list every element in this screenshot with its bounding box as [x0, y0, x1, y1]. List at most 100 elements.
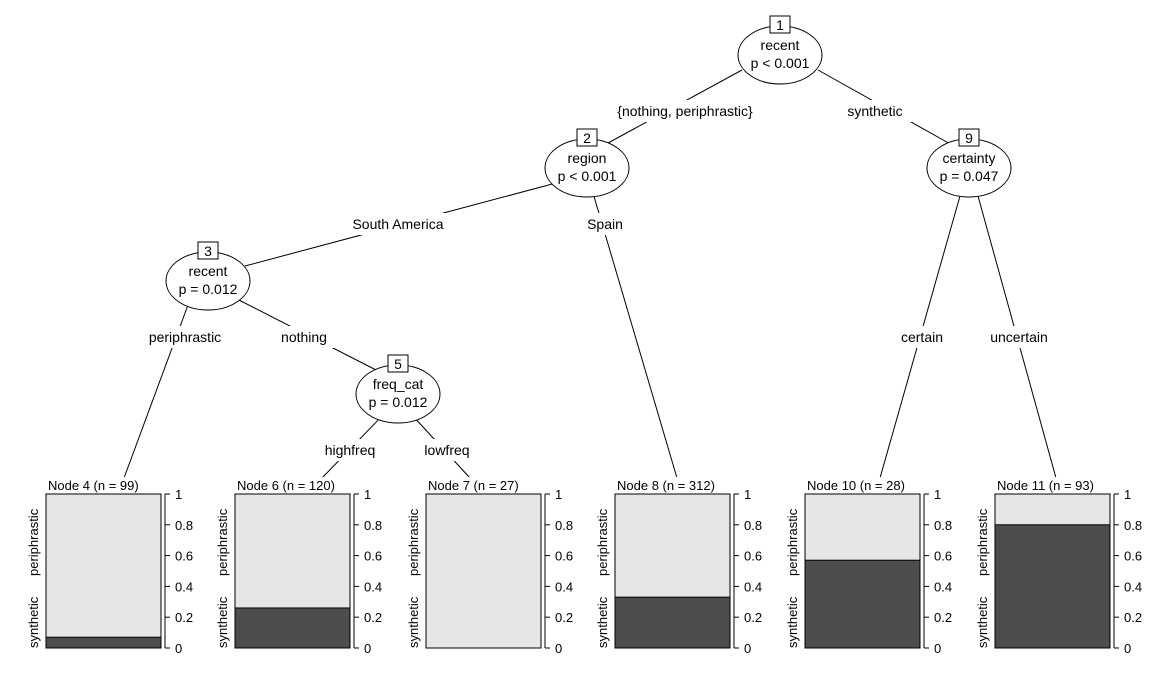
terminal-node-panel: Node 6 (n = 120) 0 0.2 0.4 0.6 0.8 1 synthetic p…	[215, 477, 382, 656]
terminal-node-title: Node 6 (n = 120)	[237, 478, 335, 493]
bar-synthetic	[804, 559, 921, 649]
edge-labels: {nothing, periphrastic} synthetic South …	[138, 100, 1055, 461]
y-tick-label: 0	[934, 641, 941, 656]
y-tick-label: 0	[555, 641, 562, 656]
y-tick-label: 0.2	[1124, 610, 1142, 625]
inner-node-5: 5 freq_cat p = 0.012	[355, 354, 441, 424]
terminal-node-panel: Node 8 (n = 312) 0 0.2 0.4 0.6 0.8 1 synthetic p…	[595, 477, 762, 656]
node-split-variable: region	[568, 150, 607, 166]
y-tick-label: 0.2	[555, 610, 573, 625]
y-tick-label: 0.6	[1124, 549, 1142, 564]
node-id: 9	[965, 130, 973, 146]
category-label-periphrastic: periphrastic	[26, 508, 41, 576]
node-p-value: p < 0.001	[751, 55, 810, 71]
y-tick-label: 0	[364, 641, 371, 656]
edge-label: {nothing, periphrastic}	[617, 103, 753, 119]
y-tick-label: 0.8	[364, 518, 382, 533]
y-tick-label: 0.4	[744, 579, 762, 594]
y-tick-label: 0.8	[1124, 518, 1142, 533]
bar-periphrastic	[46, 494, 161, 638]
y-tick-label: 0.4	[555, 579, 573, 594]
edge-label: periphrastic	[149, 329, 221, 345]
y-tick-label: 0.2	[934, 610, 952, 625]
bar-periphrastic	[235, 494, 350, 608]
terminal-node-panel: Node 7 (n = 27) 0 0.2 0.4 0.6 0.8 1 synthetic pe…	[406, 477, 573, 656]
category-label-periphrastic: periphrastic	[785, 508, 800, 576]
inner-node-1: 1 recent p < 0.001	[737, 15, 823, 85]
inner-node-9: 9 certainty p = 0.047	[926, 128, 1012, 198]
y-tick-label: 0.2	[744, 610, 762, 625]
node-split-variable: certainty	[943, 150, 996, 166]
category-label-synthetic: synthetic	[26, 596, 41, 648]
y-tick-label: 0.6	[934, 549, 952, 564]
y-tick-label: 0	[744, 641, 751, 656]
y-tick-label: 0.6	[364, 549, 382, 564]
bar-periphrastic	[805, 494, 920, 561]
category-label-synthetic: synthetic	[215, 596, 230, 648]
panel-border	[994, 493, 1111, 649]
terminal-node-panel: Node 11 (n = 93)00.20.40.60.81syntheticp…	[975, 477, 1142, 656]
y-tick-label: 0.4	[175, 579, 193, 594]
node-p-value: p = 0.012	[179, 281, 238, 297]
y-tick-label: 0.6	[555, 549, 573, 564]
panel-border	[425, 493, 542, 649]
y-tick-label: 1	[934, 487, 941, 502]
y-tick-label: 0.4	[1124, 579, 1142, 594]
category-label-synthetic: synthetic	[785, 596, 800, 648]
category-label-periphrastic: periphrastic	[595, 508, 610, 576]
bar-synthetic	[234, 607, 351, 649]
y-tick-label: 0.6	[175, 549, 193, 564]
category-label-periphrastic: periphrastic	[975, 508, 990, 576]
terminal-node-title: Node 10 (n = 28)	[807, 478, 905, 493]
y-tick-label: 0.8	[555, 518, 573, 533]
inner-node-3: 3 recent p = 0.012	[165, 241, 251, 311]
panel-border	[45, 493, 162, 649]
edge-label: Spain	[587, 216, 623, 232]
node-p-value: p = 0.012	[369, 394, 428, 410]
y-tick-label: 0.8	[744, 518, 762, 533]
terminal-node-title: Node 8 (n = 312)	[617, 478, 715, 493]
bar-periphrastic	[995, 494, 1110, 525]
terminal-node-panel: Node 10 (n = 28) 0 0.2 0.4 0.6 0.8 1 synthetic p…	[785, 477, 952, 656]
edge-label: uncertain	[990, 329, 1048, 345]
bar-synthetic	[614, 596, 731, 649]
edge-label: nothing	[281, 329, 327, 345]
y-tick-label: 1	[555, 487, 562, 502]
category-label-periphrastic: periphrastic	[406, 508, 421, 576]
category-label-synthetic: synthetic	[406, 596, 421, 648]
panel-border	[234, 493, 351, 649]
y-tick-label: 1	[744, 487, 751, 502]
bar-synthetic	[994, 524, 1111, 649]
y-tick-label: 0.6	[744, 549, 762, 564]
inner-node-2: 2 region p < 0.001	[544, 128, 630, 198]
terminal-node-title: Node 4 (n = 99)	[48, 478, 139, 493]
bar-periphrastic	[615, 494, 730, 598]
terminal-node-title: Node 7 (n = 27)	[428, 478, 519, 493]
edge-label: highfreq	[325, 442, 376, 458]
terminal-panels: Node 4 (n = 99) 0 0.2 0.4 0.6 0.8 1 synthetic pe…	[26, 477, 1142, 656]
terminal-node-title: Node 11 (n = 93)	[997, 478, 1094, 493]
category-label-periphrastic: periphrastic	[215, 508, 230, 576]
y-tick-label: 0.2	[175, 610, 193, 625]
terminal-node-panel: Node 4 (n = 99)00.20.40.60.81syntheticpe…	[26, 477, 193, 656]
y-tick-label: 0	[1124, 641, 1131, 656]
node-id: 5	[394, 356, 402, 372]
y-tick-label: 0.4	[364, 579, 382, 594]
panel-border	[614, 493, 731, 649]
y-tick-label: 0.8	[934, 518, 952, 533]
bar-periphrastic	[426, 494, 541, 648]
node-split-variable: freq_cat	[373, 376, 424, 392]
y-tick-label: 0	[175, 641, 182, 656]
y-tick-label: 0.4	[934, 579, 952, 594]
node-split-variable: recent	[761, 37, 800, 53]
y-tick-label: 0.2	[364, 610, 382, 625]
y-tick-label: 1	[364, 487, 371, 502]
category-label-synthetic: synthetic	[595, 596, 610, 648]
node-p-value: p < 0.001	[558, 168, 617, 184]
edge-label: lowfreq	[424, 442, 469, 458]
y-tick-label: 1	[175, 487, 182, 502]
edge-label: South America	[352, 216, 443, 232]
edge-2-8	[592, 192, 678, 479]
panel-border	[804, 493, 921, 649]
